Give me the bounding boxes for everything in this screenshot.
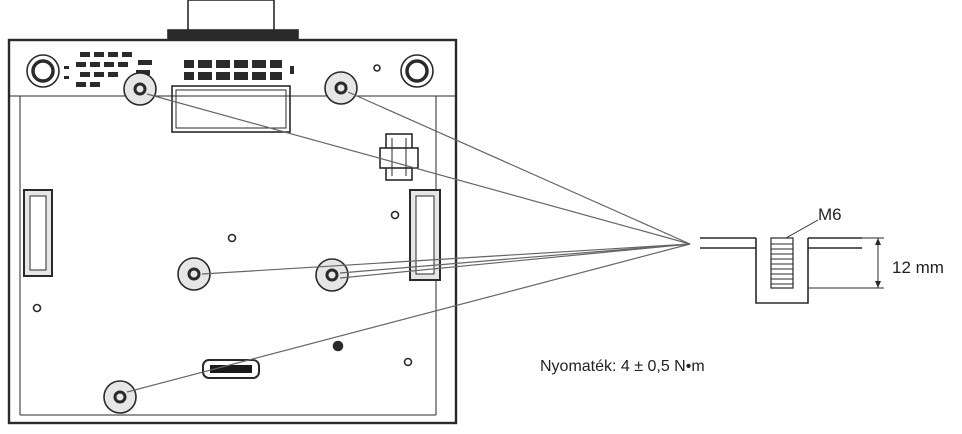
vent-grille-center xyxy=(184,60,294,80)
mount-hole-2 xyxy=(324,71,358,105)
mount-hole-5 xyxy=(103,380,137,414)
lens-housing xyxy=(167,0,299,41)
torque-spec-label: Nyomaték: 4 ± 0,5 N•m xyxy=(540,358,705,375)
recess-panel xyxy=(171,85,291,133)
security-slot xyxy=(379,133,419,181)
foot-top-right xyxy=(400,54,434,88)
leader-lines xyxy=(126,91,691,393)
screw-dot xyxy=(32,64,413,367)
handle-right xyxy=(409,189,441,281)
mount-hole-4 xyxy=(315,258,349,292)
handle-bottom xyxy=(202,359,260,379)
mount-hole-1 xyxy=(123,72,157,106)
handle-left xyxy=(23,189,53,277)
thread-section-detail xyxy=(700,219,884,304)
thread-depth-label: 12 mm xyxy=(892,258,944,277)
foot-top-left xyxy=(26,54,60,88)
thread-size-label: M6 xyxy=(818,205,842,224)
